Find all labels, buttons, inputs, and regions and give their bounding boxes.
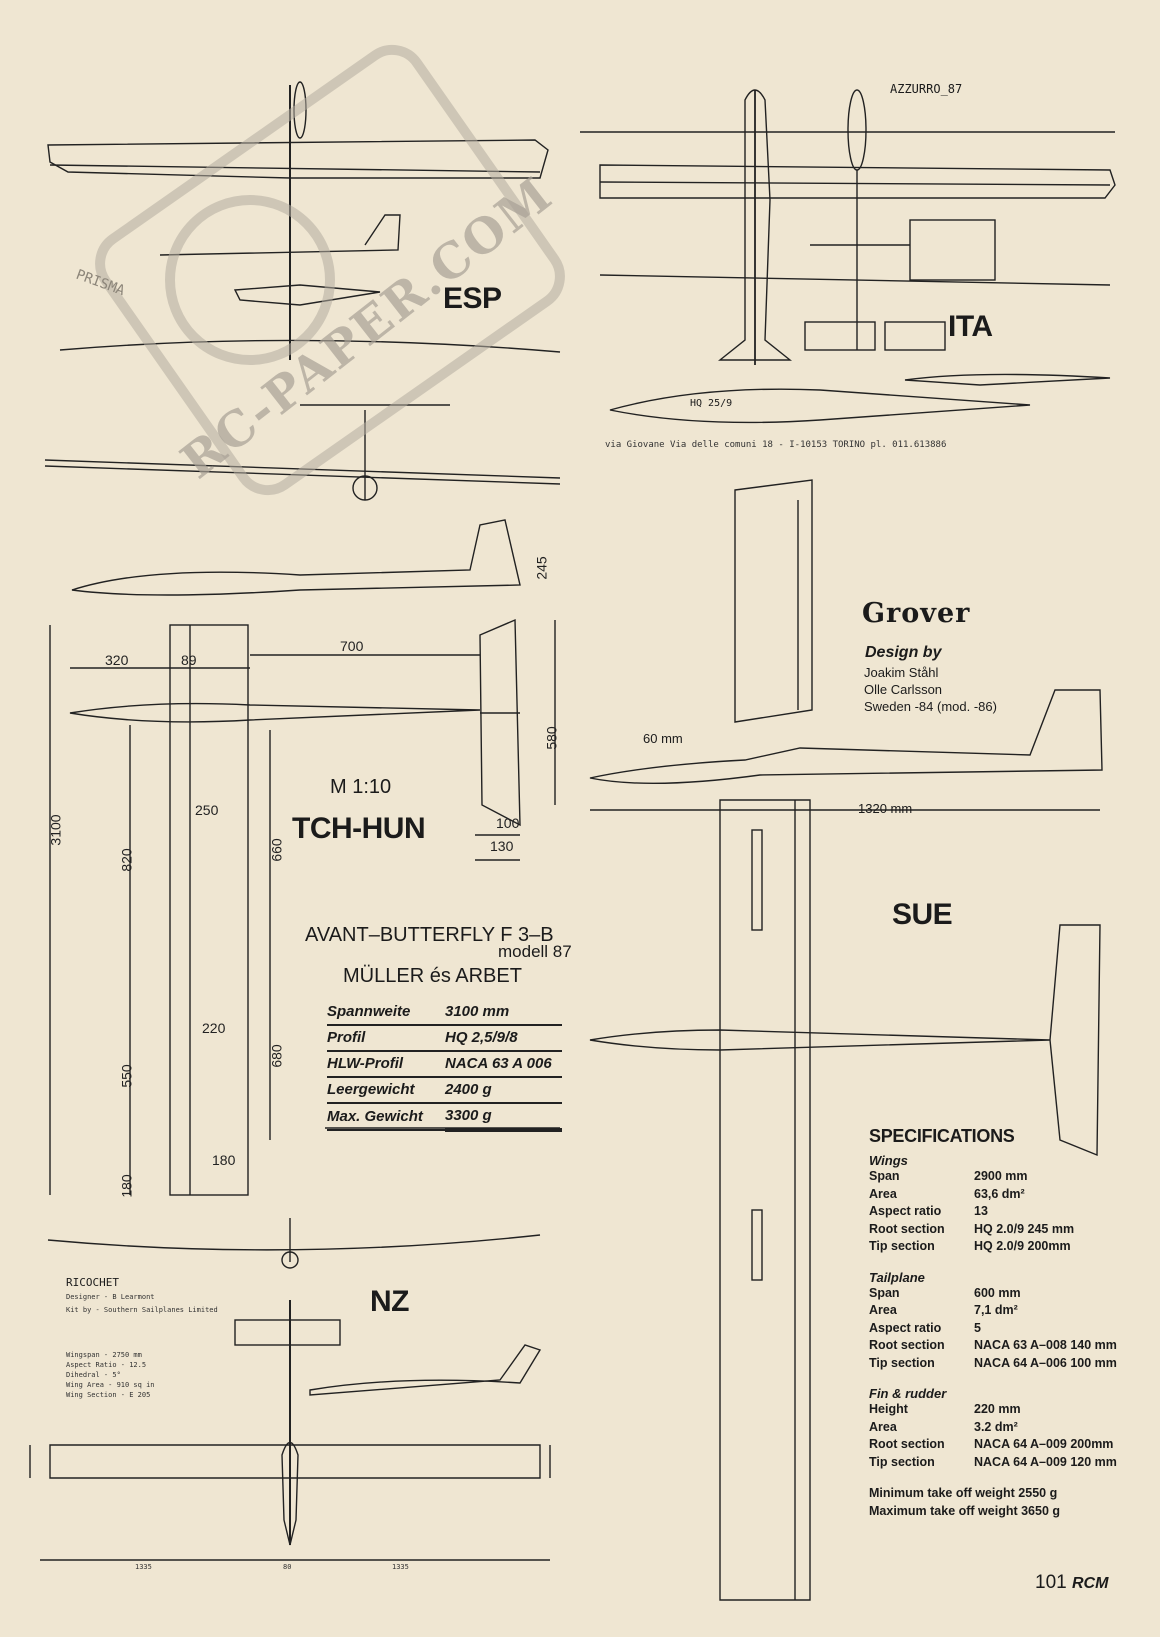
- sue-dim-nose: 60 mm: [643, 731, 683, 746]
- designers: Joakim Ståhl Olle Carlsson Sweden -84 (m…: [864, 664, 997, 715]
- nz-drawing: [29, 1218, 551, 1561]
- design-by-label: Design by: [865, 644, 942, 661]
- tch-dim-680: 680: [268, 1044, 285, 1068]
- ita-footer: via Giovane Via delle comuni 18 - I-1015…: [605, 440, 947, 450]
- tch-authors: MÜLLER és ARBET: [343, 965, 522, 987]
- tch-dim-89: 89: [181, 652, 197, 668]
- designer-origin: Sweden -84 (mod. -86): [864, 699, 997, 714]
- nz-label: NZ: [370, 1285, 410, 1318]
- ita-header: AZZURRO_87: [890, 82, 963, 96]
- grover-title: Grover: [862, 598, 971, 629]
- tch-dim-180a: 180: [118, 1174, 135, 1198]
- min-weight: Minimum take off weight 2550 g: [869, 1486, 1058, 1500]
- esp-label: ESP: [443, 282, 502, 315]
- tch-dim-250: 250: [195, 802, 219, 818]
- nz-dim-left: 1335: [135, 1563, 152, 1571]
- ita-label: ITA: [948, 310, 993, 343]
- nz-note: Wing Section - E 205: [66, 1391, 151, 1399]
- tch-model-line2: modell 87: [498, 942, 572, 961]
- tch-dim-130: 130: [490, 838, 514, 854]
- nz-note: Wing Area - 910 sq in: [66, 1381, 155, 1389]
- tch-dim-580: 580: [543, 726, 560, 750]
- tch-dim-660: 660: [268, 838, 285, 862]
- nz-designer: Designer - B Learmont: [66, 1293, 155, 1301]
- sue-label: SUE: [892, 898, 953, 931]
- nz-note: Dihedral - 5°: [66, 1371, 121, 1379]
- nz-notes: Wingspan - 2750 mm Aspect Ratio - 12.5 D…: [66, 1350, 155, 1400]
- tch-dim-245: 245: [533, 556, 550, 580]
- sue-dim-fuselage: 1320 mm: [858, 801, 913, 816]
- page-footer: 101 RCM: [1035, 1572, 1108, 1594]
- nz-dim-center: 80: [283, 1563, 292, 1571]
- nz-kit: Kit by - Southern Sailplanes Limited: [66, 1306, 218, 1314]
- tch-dim-550: 550: [118, 1064, 135, 1088]
- page-number: 101: [1035, 1572, 1067, 1593]
- sue-drawing: [589, 479, 1103, 1601]
- tch-label: TCH-HUN: [292, 812, 426, 845]
- fin-heading: Fin & rudder: [869, 1386, 947, 1401]
- designer-name: Joakim Ståhl: [864, 665, 939, 680]
- specifications-heading: SPECIFICATIONS: [869, 1126, 1015, 1146]
- tailplane-heading: Tailplane: [869, 1269, 925, 1285]
- ita-drawing: [580, 89, 1116, 424]
- max-weight: Maximum take off weight 3650 g: [869, 1503, 1061, 1518]
- tch-dim-700: 700: [340, 638, 364, 654]
- tch-dim-320: 320: [105, 652, 129, 668]
- tch-dim-3100: 3100: [47, 814, 64, 846]
- tch-dim-220: 220: [202, 1020, 226, 1036]
- watermark-graphic: [95, 44, 565, 496]
- weights: Minimum take off weight 2550 g Maximum t…: [869, 1485, 1149, 1520]
- nz-dim-right: 1335: [392, 1563, 409, 1571]
- nz-title: RICOCHET: [66, 1276, 119, 1289]
- magazine-brand: RCM: [1071, 1575, 1109, 1592]
- designer-name: Olle Carlsson: [864, 682, 943, 697]
- nz-note: Wingspan - 2750 mm: [66, 1351, 142, 1359]
- tch-dim-820: 820: [118, 848, 135, 872]
- tch-scale: M 1:10: [330, 776, 392, 798]
- tch-dim-100: 100: [496, 815, 520, 831]
- tch-drawing: [49, 519, 560, 1196]
- ita-profile-note: HQ 25/9: [690, 398, 733, 409]
- tch-model-line1: AVANT–BUTTERFLY F 3–B: [305, 924, 554, 946]
- tch-dim-180b: 180: [212, 1152, 236, 1168]
- wings-heading: Wings: [869, 1153, 908, 1168]
- nz-note: Aspect Ratio - 12.5: [66, 1361, 147, 1369]
